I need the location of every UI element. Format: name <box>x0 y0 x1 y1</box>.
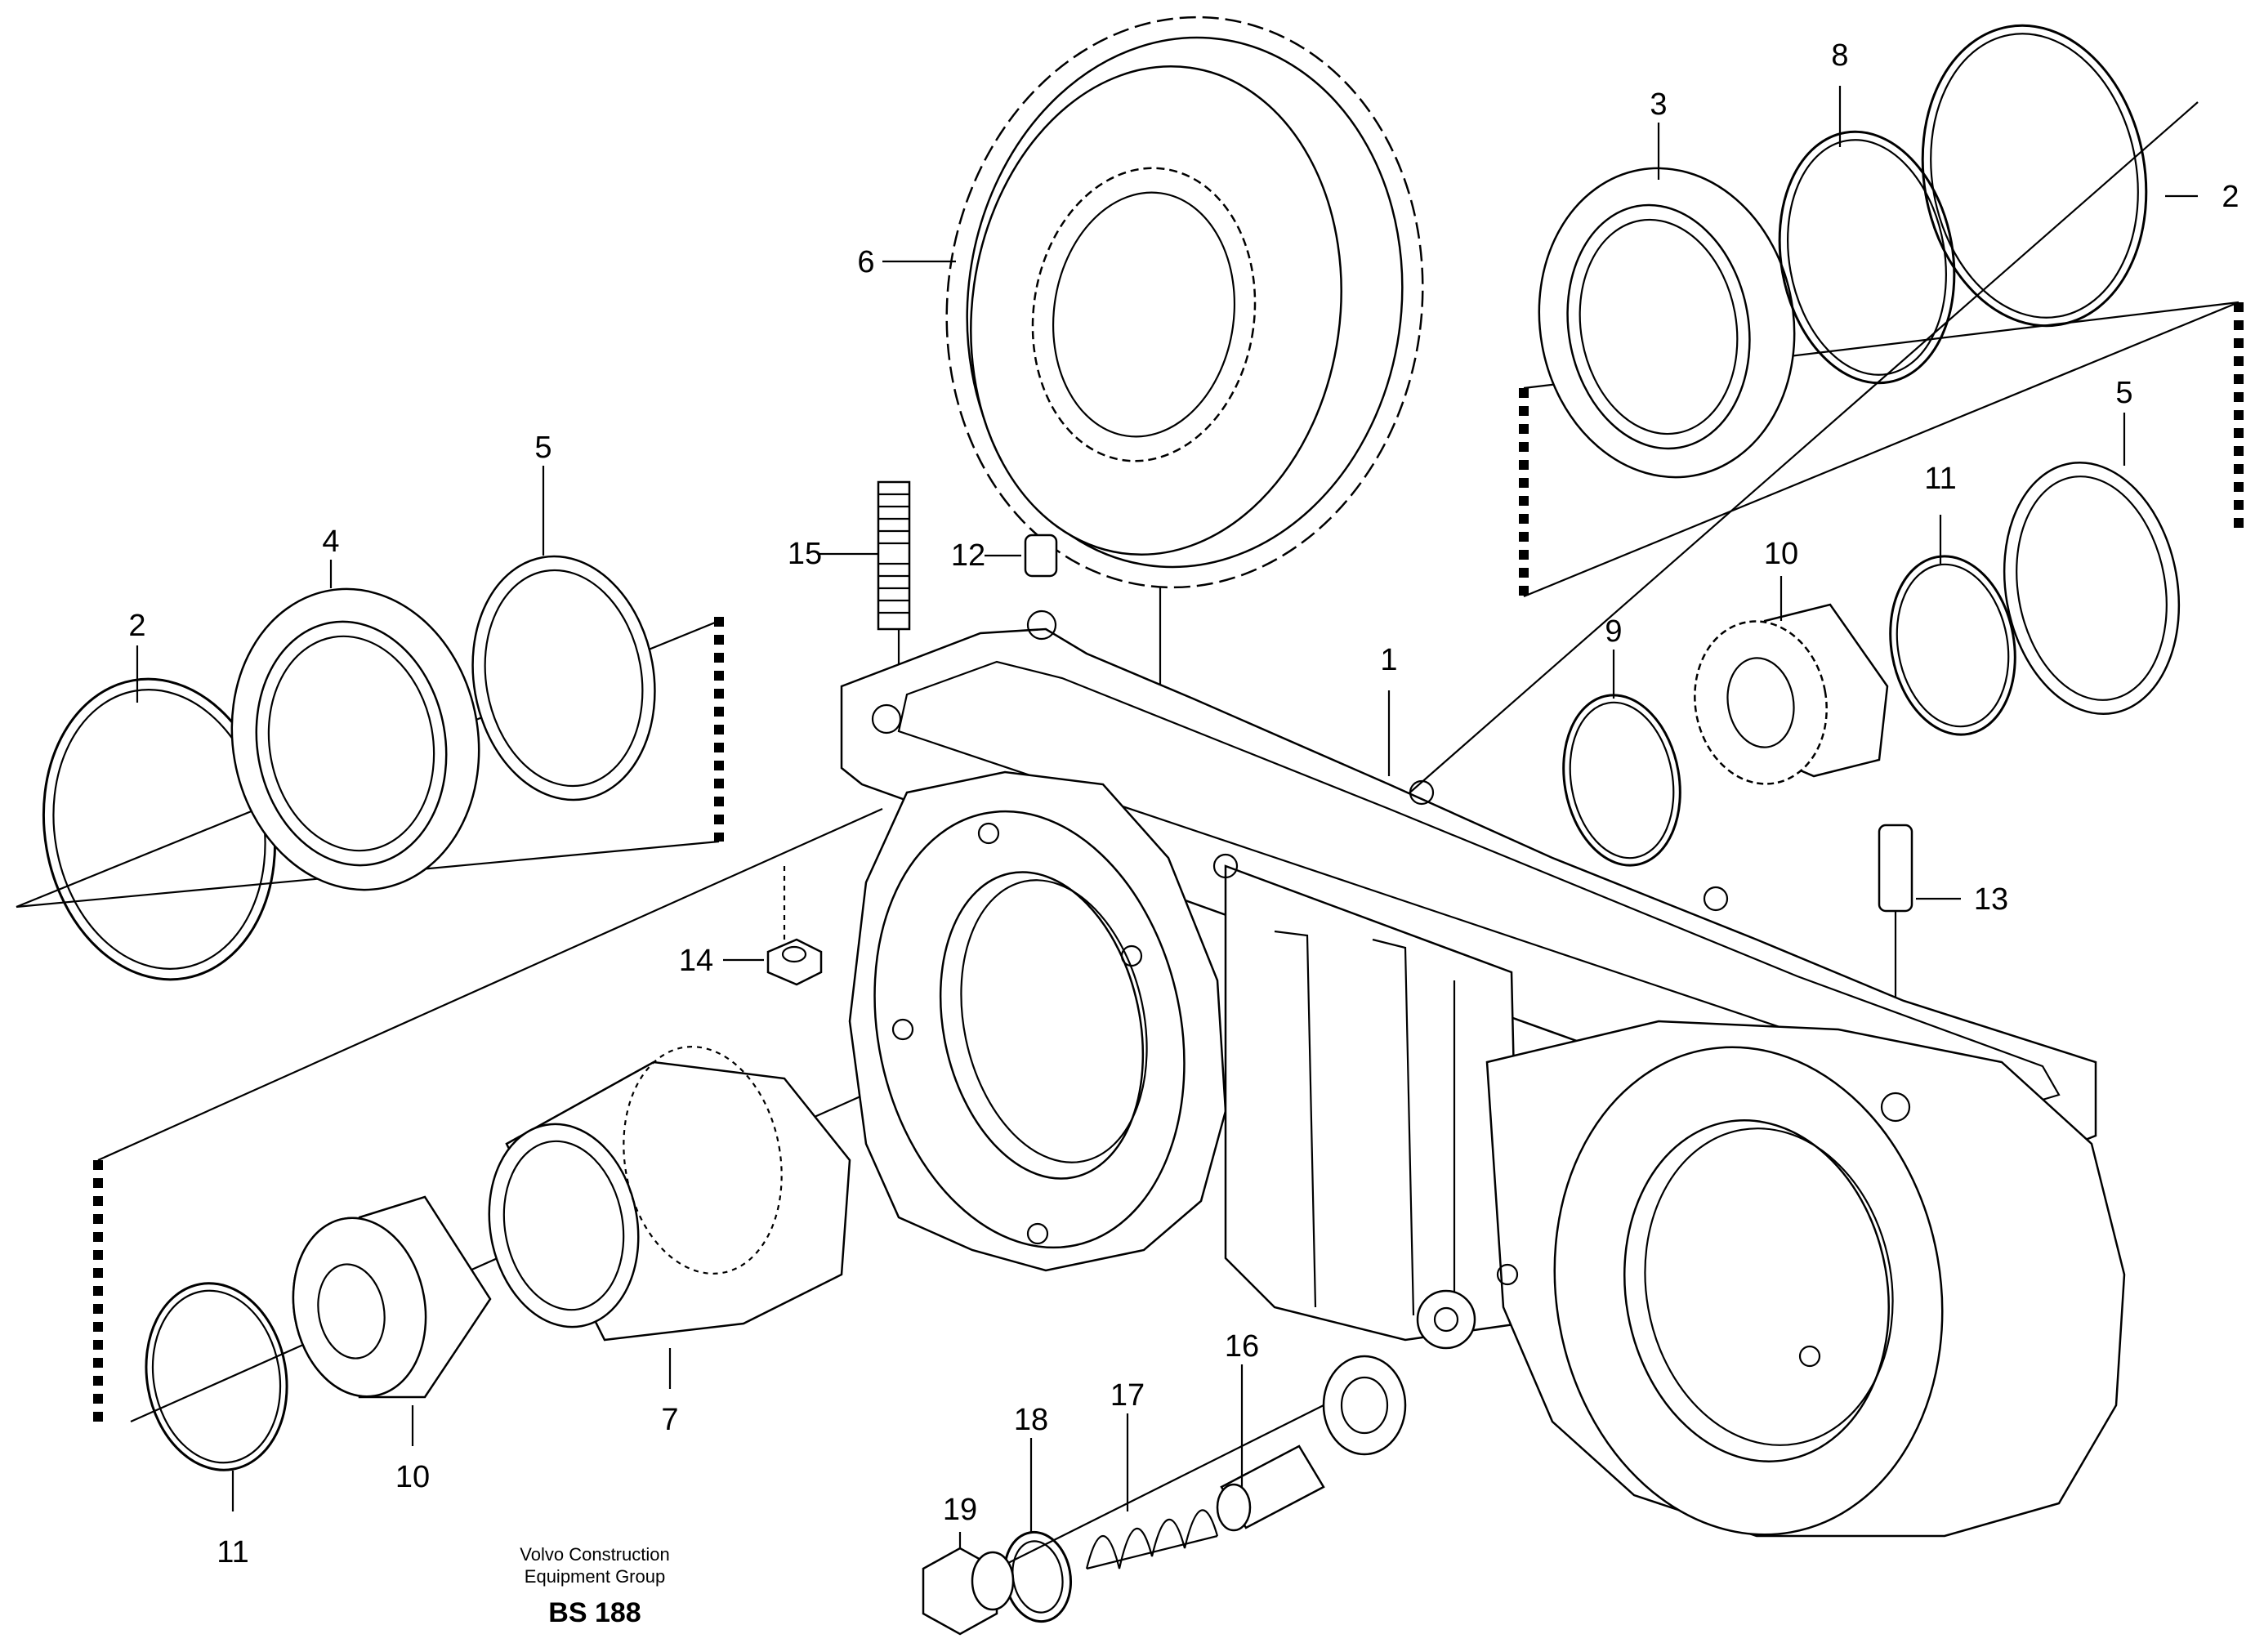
callout-8: 8 <box>1831 38 1848 73</box>
plug <box>922 1547 1015 1636</box>
subassembly-bracket-left <box>16 617 883 1430</box>
callout-17: 17 <box>1110 1378 1145 1413</box>
callout-10-left: 10 <box>395 1460 430 1494</box>
bearing-right <box>1538 167 1796 479</box>
splined-hub <box>488 1046 851 1342</box>
coupling-sleeve-right <box>1694 603 1889 785</box>
callout-11-left: 11 <box>217 1535 248 1569</box>
callout-9: 9 <box>1605 614 1622 649</box>
coupling-sleeve-lower-left <box>292 1195 492 1399</box>
callout-7: 7 <box>661 1403 678 1437</box>
bearing-left <box>230 587 480 891</box>
callout-2-right: 2 <box>2222 180 2239 214</box>
callout-18: 18 <box>1014 1403 1048 1437</box>
shim-ring-left <box>471 555 656 801</box>
figure-code: BS 188 <box>548 1597 641 1628</box>
callout-10-right: 10 <box>1764 537 1798 571</box>
callout-16: 16 <box>1225 1329 1259 1364</box>
callout-6: 6 <box>857 245 874 279</box>
callout-1: 1 <box>1380 643 1397 677</box>
footer: Volvo Construction Equipment Group BS 18… <box>520 1544 669 1628</box>
callout-3: 3 <box>1650 87 1667 122</box>
snap-ring-8 <box>1778 130 1956 385</box>
snap-ring-right <box>1921 24 2148 328</box>
callout-13: 13 <box>1974 882 2008 917</box>
footer-company-line1: Volvo Construction <box>520 1544 669 1565</box>
snap-ring-9 <box>1562 694 1681 867</box>
gear-housing <box>840 609 2126 1538</box>
footer-company-line2: Equipment Group <box>525 1566 665 1587</box>
snap-ring-lower-left <box>145 1282 288 1471</box>
callout-15: 15 <box>788 537 822 571</box>
hex-nut <box>766 938 823 986</box>
spring <box>1085 1509 1219 1570</box>
snap-ring-11-right <box>1889 555 2016 736</box>
callout-labels: 1 2 2 3 4 5 5 6 7 8 9 10 10 11 11 12 13 … <box>128 38 2239 1569</box>
callout-5-right: 5 <box>2115 376 2132 410</box>
callout-12: 12 <box>951 538 985 573</box>
callout-2-left: 2 <box>128 609 145 643</box>
valve-piston <box>1216 1444 1325 1532</box>
callout-19: 19 <box>943 1493 977 1527</box>
shim-ring-right <box>2003 462 2181 715</box>
callout-4: 4 <box>322 525 339 559</box>
callout-11-right: 11 <box>1924 462 1956 496</box>
stud-bolt <box>877 480 911 631</box>
callout-14: 14 <box>679 944 713 978</box>
dowel-pin-left <box>1024 534 1058 578</box>
dowel-pin-right <box>1878 824 1913 913</box>
callout-5-left: 5 <box>534 431 551 465</box>
large-gear <box>945 16 1424 589</box>
leader-lines <box>136 86 2198 1548</box>
